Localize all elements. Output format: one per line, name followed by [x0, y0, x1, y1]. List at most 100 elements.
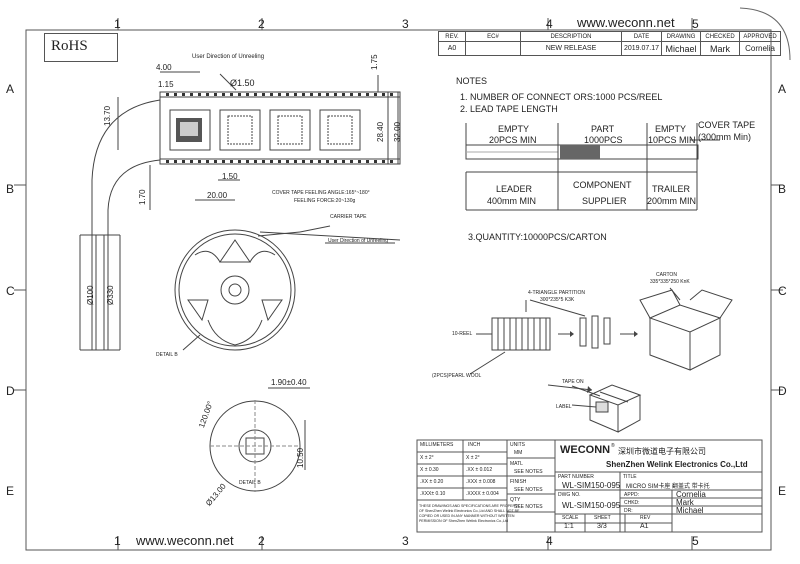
tb-units-label: UNITS: [510, 442, 525, 448]
tb-units-value: MM: [514, 450, 523, 456]
tb-tol-mm-4: .XXX± 0.10: [420, 491, 446, 497]
dim-20-00: 20.00: [207, 191, 228, 200]
lead-supplier: SUPPLIER: [582, 196, 627, 206]
tb-qty-label: QTY: [510, 497, 521, 503]
lead-leader-sub: 400mm MIN: [487, 196, 537, 206]
company-name-en: ShenZhen Welink Electronics Co.,Ltd: [606, 460, 748, 469]
lead-empty-1-sub: 20PCS MIN: [489, 135, 537, 145]
dim-1-90: 1.90±0.40: [271, 378, 307, 387]
detail-b-label: DETAIL B: [239, 480, 261, 486]
dim-4-00: 4.00: [156, 63, 172, 72]
rohs-box: RoHS: [44, 33, 118, 62]
zone-letter-right-e: E: [778, 484, 787, 498]
zone-letter-left-e: E: [6, 484, 15, 498]
zone-number-bottom-3: 3: [402, 534, 409, 548]
zone-letter-left-c: C: [6, 284, 15, 298]
rev-cell-description: NEW RELEASE: [520, 41, 622, 56]
tb-chkd: Mark: [676, 498, 694, 507]
tb-millimeters: MILLIMETERS: [420, 442, 454, 448]
zone-letter-right-b: B: [778, 182, 787, 196]
tb-scale-label: SCALE: [562, 515, 579, 521]
note-3: 3.QUANTITY:10000PCS/CARTON: [468, 232, 607, 242]
rohs-label: RoHS: [51, 38, 88, 54]
lead-part: PART: [591, 124, 615, 134]
lead-empty-1: EMPTY: [498, 124, 530, 134]
zone-letter-right-d: D: [778, 384, 787, 398]
detail-b-callout: DETAIL B: [156, 352, 178, 358]
tb-part-number: WL-SIM150-095: [562, 481, 621, 490]
carrier-tape-label: CARRIER TAPE: [330, 214, 367, 220]
unreel-direction-bottom: User Direction of Unreeling: [328, 238, 389, 244]
tb-matl-label: MATL: [510, 461, 523, 467]
partition-label: 4-TRIANGLE PARTITION: [528, 290, 586, 296]
tb-dr-label: DR:: [624, 508, 633, 514]
note-2: 2. LEAD TAPE LENGTH: [460, 104, 558, 114]
tb-tol-in-2: .XX ± 0.012: [466, 467, 493, 473]
zone-number-bottom-2: 2: [258, 534, 265, 548]
lead-part-sub: 1000PCS: [584, 135, 623, 145]
zone-number-bottom-1: 1: [114, 534, 121, 548]
tb-matl-value: SEE NOTES: [514, 469, 543, 475]
unreel-direction-top: User Direction of Unreeling: [192, 54, 265, 60]
zone-letter-right-a: A: [778, 82, 787, 96]
pearl-wool-label: (2PCS)PEARL WOOL: [432, 373, 482, 379]
tb-finish-label: FINISH: [510, 479, 527, 485]
tb-rev-label: REV: [640, 515, 651, 521]
website-bottom: www.weconn.net: [136, 533, 234, 548]
zone-number-bottom-5: 5: [692, 534, 699, 548]
zone-number-top-2: 2: [258, 17, 265, 31]
tb-title-label: TITLE: [623, 474, 637, 480]
tb-appd-label: APPD:: [624, 492, 640, 498]
zone-number-top-3: 3: [402, 17, 409, 31]
tape-on-label: TAPE ON: [562, 379, 584, 385]
zone-number-top-4: 4: [546, 17, 553, 31]
zone-letter-right-c: C: [778, 284, 787, 298]
rev-cell-date: 2019.07.17: [620, 41, 663, 56]
tb-disclaimer-3: COPIED OR USED IN ANY MANNER WITHOUT WRI…: [419, 514, 515, 518]
tb-appd: Cornelia: [676, 490, 706, 499]
note-1: 1. NUMBER OF CONNECT ORS:1000 PCS/REEL: [460, 92, 663, 102]
website-top: www.weconn.net: [577, 15, 675, 30]
tb-inch: INCH: [468, 442, 481, 448]
tb-scale: 1:1: [564, 523, 574, 530]
feeling-angle-text: COVER TAPE FEELING ANGLE:165°~180°: [272, 190, 370, 196]
registered-mark: ®: [611, 443, 615, 449]
notes-title: NOTES: [456, 76, 488, 86]
tb-dr: Michael: [676, 506, 704, 515]
tb-tol-in-3: .XXX ± 0.008: [466, 479, 496, 485]
lead-cover-tape-sub: (300mm Min): [698, 132, 752, 142]
tb-disclaimer-1: THESE DRAWINGS AND SPECIFICATIONS ARE PR…: [419, 504, 520, 508]
tb-dwg-label: DWG NO.: [558, 492, 581, 498]
dim-1-50: 1.50: [222, 172, 238, 181]
zone-number-top-1: 1: [114, 17, 121, 31]
revision-table: REV. EC# DESCRIPTION DATE DRAWING CHECKE…: [438, 31, 782, 56]
tb-tol-mm-2: X ± 0.30: [420, 467, 439, 473]
company-logo: WECONN: [560, 444, 611, 456]
tb-tol-mm-1: X ± 2°: [420, 455, 434, 461]
zone-letter-left-b: B: [6, 182, 15, 196]
dim-1-15: 1.15: [158, 80, 174, 89]
tb-part-number-label: PART NUMBER: [558, 474, 594, 480]
zone-number-top-5: 5: [692, 17, 699, 31]
lead-empty-2-sub: 10PCS MIN: [648, 135, 696, 145]
lead-cover-tape: COVER TAPE: [698, 120, 756, 130]
tb-qty-value: SEE NOTES: [514, 504, 543, 510]
lead-component: COMPONENT: [573, 180, 632, 190]
zone-letter-left-a: A: [6, 82, 15, 96]
tb-rev: A1: [640, 523, 649, 530]
tb-disclaimer-4: PERMISSION OF ShenZhen Welink Electronic…: [419, 519, 509, 523]
tb-title: MICRO SIM卡座 翻盖式 带卡托: [626, 484, 710, 490]
label-callout: LABEL: [556, 404, 572, 410]
feeling-force-text: FEELING FORCE:20~130g: [294, 198, 356, 204]
zone-letter-left-d: D: [6, 384, 15, 398]
lead-leader: LEADER: [496, 184, 533, 194]
tb-sheet: 3/3: [597, 523, 607, 530]
reel-count-label: 10-REEL: [452, 331, 473, 337]
lead-empty-2: EMPTY: [655, 124, 687, 134]
rev-cell-approved: Cornelia: [739, 41, 782, 56]
